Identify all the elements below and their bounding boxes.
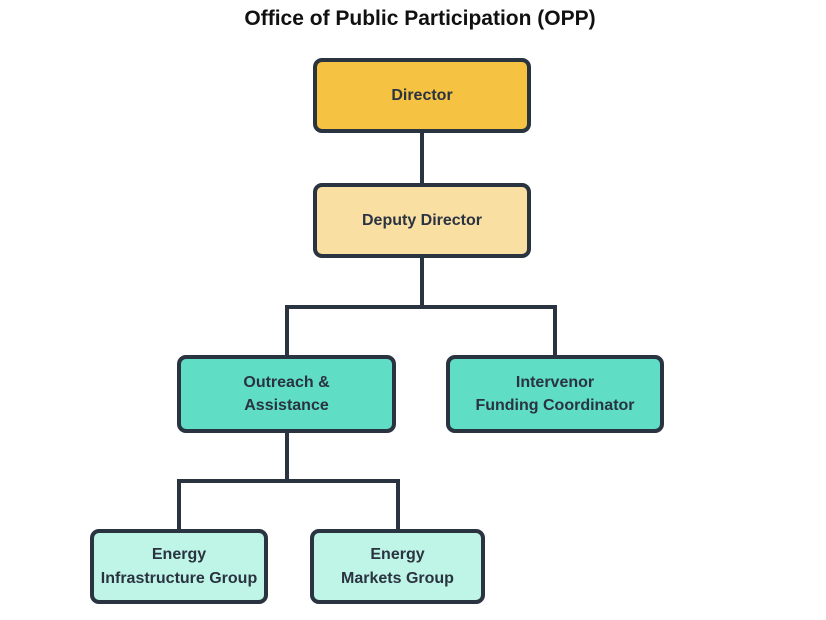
org-node-energy-infra-line2: Infrastructure Group (100, 569, 258, 587)
org-node-energy-markets-line2: Markets Group (341, 569, 454, 587)
connector-level4-rail (177, 479, 400, 483)
org-node-director: Director (313, 58, 531, 133)
org-node-deputy-director: Deputy Director (313, 183, 531, 258)
org-node-intervenor-funding-coordinator: Intervenor Funding Coordinator (446, 355, 664, 433)
org-node-intervenor-line1: Intervenor (515, 373, 595, 391)
org-node-energy-infra-line1: Energy (151, 546, 207, 564)
connector-rail-energy-markets (396, 479, 400, 530)
connector-outreach-stem (285, 431, 289, 483)
connector-deputy-stem (420, 256, 424, 309)
org-node-deputy-director-label: Deputy Director (361, 211, 483, 229)
org-node-outreach-line1: Outreach & (243, 373, 330, 391)
connector-director-deputy (420, 131, 424, 184)
org-node-energy-markets-line1: Energy (370, 546, 425, 564)
connector-rail-outreach (285, 305, 289, 356)
org-node-outreach-assistance: Outreach & Assistance (177, 355, 396, 433)
connector-level3-rail (285, 305, 557, 309)
org-node-energy-infrastructure-group: Energy Infrastructure Group (90, 529, 268, 604)
org-node-outreach-line2: Assistance (244, 397, 329, 414)
connector-rail-intervenor (553, 305, 557, 356)
org-node-director-label: Director (391, 86, 453, 104)
org-node-intervenor-line2: Funding Coordinator (475, 397, 635, 414)
org-chart-title: Office of Public Participation (OPP) (244, 7, 596, 30)
connector-rail-energy-infra (177, 479, 181, 530)
org-node-energy-markets-group: Energy Markets Group (310, 529, 485, 604)
